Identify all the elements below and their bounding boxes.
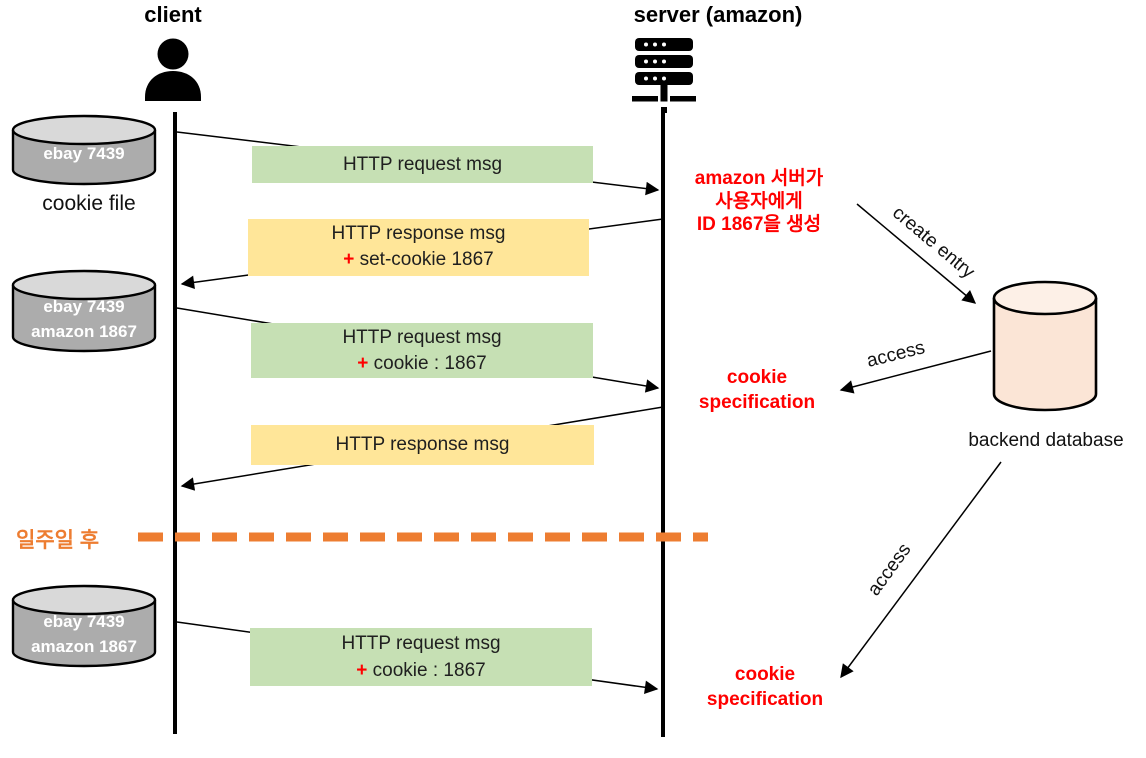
msg-response-1-line1: HTTP response msg — [331, 223, 506, 244]
client-title: client — [144, 2, 202, 27]
plus-sign: + — [343, 249, 355, 270]
msg-response-1-line2: + set-cookie 1867 — [343, 249, 494, 270]
cookie-file-db-1 — [11, 114, 157, 186]
cookie-db2-line2: amazon 1867 — [31, 322, 137, 341]
msg-box-response-1: HTTP response msg + set-cookie 1867 — [248, 219, 589, 276]
cookie-spec-2-line1: cookie — [734, 664, 796, 685]
arrow-create-entry — [856, 203, 977, 304]
cookie-db3-line2: amazon 1867 — [31, 637, 137, 656]
plus-sign: + — [357, 353, 369, 374]
cookie-file-db-2 — [11, 269, 157, 353]
server-note-line2: 사용자에게 — [715, 191, 803, 212]
msg-request-3-line1: HTTP request msg — [341, 633, 501, 654]
msg-response-2-text: HTTP response msg — [335, 434, 510, 455]
server-icon — [632, 38, 696, 113]
cookie-db3-label: ebay 7439 amazon 1867 — [14, 609, 154, 659]
msg-box-request-1: HTTP request msg — [252, 146, 593, 183]
msg-box-request-3: HTTP request msg + cookie : 1867 — [250, 628, 592, 686]
server-title: server (amazon) — [633, 2, 803, 27]
msg-request-1-text: HTTP request msg — [342, 154, 503, 175]
cookie-spec-2: cookie specification — [665, 662, 865, 712]
cookie-db1-label: ebay 7439 — [43, 144, 125, 163]
msg-request-2-line1: HTTP request msg — [342, 327, 502, 348]
msg-box-request-2: HTTP request msg + cookie : 1867 — [251, 323, 593, 378]
plus-sign: + — [356, 660, 368, 681]
cookie-file-label: cookie file — [42, 192, 136, 215]
cookie-spec-1-line1: cookie — [726, 367, 788, 388]
week-later-label: 일주일 후 — [16, 529, 100, 552]
server-note: amazon 서버가 사용자에게 ID 1867을 생성 — [659, 167, 859, 236]
cookie-file-db-3 — [11, 584, 157, 668]
backend-db-label: backend database — [968, 430, 1124, 451]
server-note-line3: ID 1867을 생성 — [696, 214, 822, 235]
msg-request-3-line2: + cookie : 1867 — [356, 660, 486, 681]
cookie-spec-2-line2: specification — [706, 689, 824, 710]
cookie-spec-1-line2: specification — [698, 392, 816, 413]
arrow-access-2 — [840, 461, 1002, 679]
cookie-spec-1: cookie specification — [657, 365, 857, 415]
cookie-db2-line1: ebay 7439 — [43, 297, 125, 316]
person-icon — [145, 38, 201, 101]
backend-db-cylinder — [992, 280, 1098, 412]
cookie-db2-label: ebay 7439 amazon 1867 — [14, 294, 154, 344]
server-note-line1: amazon 서버가 — [694, 168, 824, 189]
msg-request-2-line2: + cookie : 1867 — [357, 353, 487, 374]
arrow-access-1 — [839, 350, 992, 394]
cookie-db3-line1: ebay 7439 — [43, 612, 125, 631]
msg-box-response-2: HTTP response msg — [251, 425, 594, 465]
